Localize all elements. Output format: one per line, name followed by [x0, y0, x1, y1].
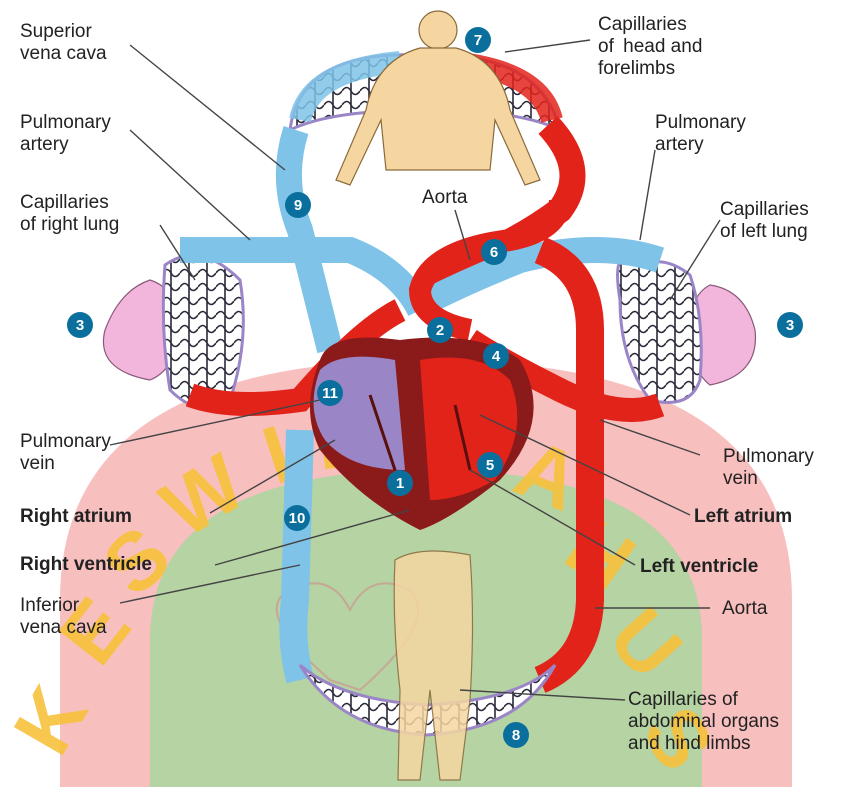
svg-text:11: 11	[322, 385, 338, 402]
marker-1: 1	[387, 470, 413, 496]
svg-text:1: 1	[396, 475, 404, 492]
marker-2: 2	[427, 317, 453, 343]
marker-11: 11	[317, 380, 343, 406]
marker-4: 4	[483, 343, 509, 369]
marker-3-left: 3	[67, 312, 93, 338]
marker-3-right: 3	[777, 312, 803, 338]
svg-text:5: 5	[486, 457, 494, 474]
label-pulmonary-vein-left: Pulmonary vein	[723, 446, 819, 489]
svg-text:4: 4	[492, 348, 501, 365]
marker-6: 6	[481, 239, 507, 265]
label-aorta-bottom: Aorta	[722, 598, 768, 619]
svg-text:9: 9	[294, 197, 302, 214]
label-superior-vena-cava: Superior vena cava	[20, 21, 107, 64]
label-right-atrium: Right atrium	[20, 506, 132, 527]
label-capillaries-head: Capillaries of head and forelimbs	[598, 14, 708, 79]
marker-7: 7	[465, 27, 491, 53]
label-left-atrium: Left atrium	[694, 506, 792, 527]
svg-text:2: 2	[436, 322, 444, 339]
label-pulmonary-artery-left: Pulmonary artery	[655, 112, 751, 155]
left-lung	[618, 258, 756, 403]
label-capillaries-right-lung: Capillaries of right lung	[20, 192, 119, 235]
svg-text:6: 6	[490, 244, 498, 261]
marker-10: 10	[284, 505, 310, 531]
label-capillaries-left-lung: Capillaries of left lung	[720, 199, 814, 242]
svg-text:3: 3	[786, 317, 794, 334]
svg-text:10: 10	[289, 510, 306, 527]
marker-5: 5	[477, 452, 503, 478]
marker-9: 9	[285, 192, 311, 218]
svg-text:3: 3	[76, 317, 84, 334]
svg-text:7: 7	[474, 32, 482, 49]
label-pulmonary-artery-right: Pulmonary artery	[20, 112, 116, 155]
right-lung	[103, 255, 243, 408]
marker-8: 8	[503, 722, 529, 748]
label-aorta-top: Aorta	[422, 187, 468, 208]
label-left-ventricle: Left ventricle	[640, 556, 758, 577]
label-right-ventricle: Right ventricle	[20, 554, 152, 575]
inferior-vena-cava-vessel	[293, 430, 300, 680]
svg-text:8: 8	[512, 727, 520, 744]
